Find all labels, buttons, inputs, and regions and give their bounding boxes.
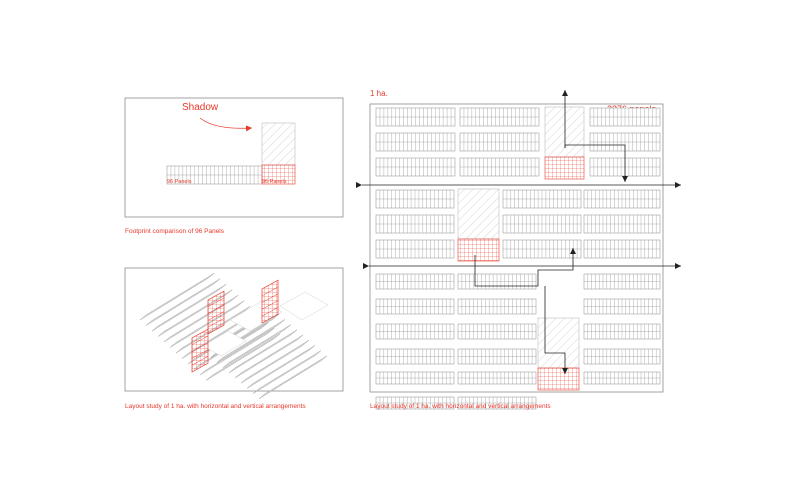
vertical-panel-wall [261,279,279,324]
panel-row [589,132,661,152]
vertical-block-3 [537,317,580,391]
vertical-panels-label: 96 Panels [262,179,287,185]
panel-row [583,189,661,209]
footprint-frame [124,97,344,218]
panel-row [457,323,537,340]
axo-panel-strip [234,334,304,379]
panel-row [583,348,661,365]
panel-row [459,157,540,177]
footprint-comparison-panel: Shadow 96 Panels 96 Panels Footprint com… [124,97,344,235]
axonometric-drawing [139,273,329,399]
panel-row [583,323,661,340]
panel-row [583,214,661,234]
panel-row [589,107,661,127]
route-arrow-1 [564,144,628,182]
site-boundary [369,103,664,393]
plan-caption: Layout study of 1 ha. with horizontal an… [370,403,551,410]
panel-row [375,396,455,410]
panel-row [375,214,455,234]
vertical-panel-wall [207,290,225,335]
panel-row [457,396,537,410]
axo-panel-strip [246,345,316,389]
vertical-shadow-area [261,122,296,166]
panel-row [502,189,582,209]
vertical-block-1 [544,106,585,180]
axo-panel-strip [205,333,281,381]
axo-panel-strip [240,340,310,384]
panel-row [375,371,455,385]
horizontal-panels-label: 96 Panels [167,179,192,185]
panel-row [502,239,582,259]
panel-row [583,239,661,259]
vertical-arrangement [261,164,296,185]
axo-panel-strip [199,328,275,376]
axo-panel-strip [151,284,227,332]
panel-row [583,371,661,385]
panel-row [375,107,456,127]
panel-row [375,298,455,315]
panel-row [583,298,661,315]
panel-row [375,348,455,365]
axo-panel-strip [258,355,328,399]
horizontal-arrangement [166,165,263,185]
area-label: 1 ha. [370,89,388,98]
footprint-caption: Footprint comparison of 96 Panels [125,228,225,235]
vertical-panel-wall [191,328,209,373]
panel-row [166,165,263,185]
shadow-label: Shadow [182,102,219,113]
vertical-block-2 [457,188,500,262]
axo-panel-strip [216,319,286,363]
panel-row [375,189,455,209]
panel-row [375,273,455,290]
shadow-arrow [199,117,253,132]
panel-row [375,157,456,177]
route-arrow-2 [474,248,576,287]
panel-row [457,348,537,365]
panel-row [459,132,540,152]
panel-row [375,239,455,259]
axonometric-panel: Layout study of 1 ha. with horizontal an… [124,267,344,410]
route-arrow-3 [544,286,568,374]
panel-row [375,132,456,152]
axo-panel-strip [139,273,215,321]
plan-panel: 1 ha. 2376 panels Layout study of 1 ha. … [356,89,681,410]
axonometric-caption: Layout study of 1 ha. with horizontal an… [125,403,306,410]
panel-row [375,323,455,340]
panel-row [457,371,537,385]
panel-rows [375,107,661,410]
axo-panel-strip [228,329,298,373]
panel-row [502,214,582,234]
axo-panel-strip [145,278,221,326]
panel-row [457,273,537,290]
axonometric-frame [124,267,344,392]
axo-panel-strip [252,350,322,394]
axo-panel-strip [222,324,292,368]
panel-row [457,298,537,315]
panel-row [583,273,661,290]
panel-row [459,107,540,127]
